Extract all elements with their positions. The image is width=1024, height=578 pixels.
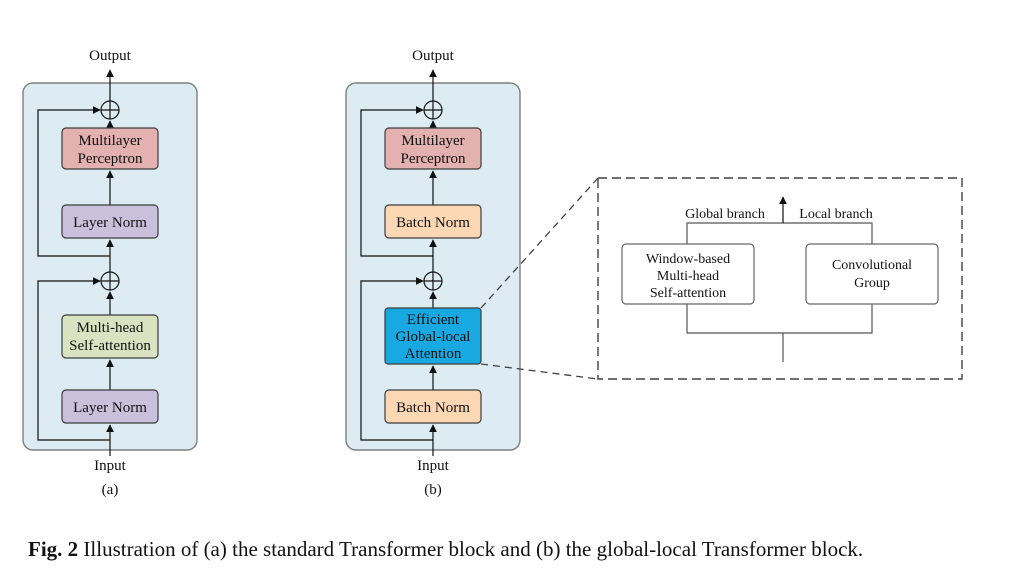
skip-connection-line [37,106,110,257]
mlp-label-line2: Perceptron [401,151,466,167]
mlp-label-line2: Perceptron [78,151,143,167]
global-branch-label: Global branch [685,207,765,222]
local-branch-label: Local branch [799,207,872,222]
conv-group-label-line1: Convolutional [832,258,912,273]
output-label-b: Output [412,48,455,64]
skip-connection-line [360,106,433,257]
diagram-b: Multilayer Perceptron Batch Norm Efficie… [345,48,521,498]
sublabel-b: (b) [424,482,442,498]
mhsa-label-line1: Multi-head [77,320,144,336]
figure-caption-text: Illustration of (a) the standard Transfo… [83,537,864,561]
conv-group-label-line2: Group [854,276,890,291]
add-operator-icon [100,271,120,291]
mhsa-box [61,314,159,359]
egla-label-line1: Efficient [407,312,460,328]
zoom-connector-line-bottom [480,363,599,380]
output-label-a: Output [89,48,132,64]
mlp-label-line1: Multilayer [78,133,141,149]
skip-connection-line [37,277,110,441]
mlp-box-a [61,127,159,170]
window-attention-box [621,243,755,305]
branch-split-line [686,304,873,334]
batch-norm-bottom-box [384,389,482,424]
expanded-view: Global branch Local branch Window-based … [597,177,963,380]
mlp-label-line1: Multilayer [401,133,464,149]
layer-norm-top-box [61,204,159,239]
egla-label-line3: Attention [405,346,462,362]
figure-caption: Fig. 2 Illustration of (a) the standard … [28,537,1008,562]
convolutional-group-box [805,243,939,305]
egla-label-line2: Global-local [396,329,471,345]
mhsa-label-line2: Self-attention [69,338,151,354]
zoom-connector-line-top [480,177,599,309]
add-operator-icon [423,271,443,291]
branch-merge-line [686,222,873,244]
layer-norm-bottom-box [61,389,159,424]
efficient-global-local-attention-box [384,307,482,365]
layer-norm-top-label: Layer Norm [73,215,147,231]
batch-norm-top-label: Batch Norm [396,215,470,231]
window-attention-label-line1: Window-based [646,252,730,267]
add-operator-icon [100,100,120,120]
add-operator-icon [423,100,443,120]
input-label-a: Input [94,458,126,474]
sublabel-a: (a) [102,482,119,498]
diagram-a: Multilayer Perceptron Layer Norm Multi-h… [22,48,198,498]
window-attention-label-line3: Self-attention [650,286,726,301]
figure-caption-label: Fig. 2 [28,537,79,561]
input-label-b: Input [417,458,449,474]
batch-norm-top-box [384,204,482,239]
expanded-view-outline [597,177,963,380]
batch-norm-bottom-label: Batch Norm [396,400,470,416]
skip-connection-line [360,277,433,441]
mlp-box-b [384,127,482,170]
layer-norm-bottom-label: Layer Norm [73,400,147,416]
window-attention-label-line2: Multi-head [657,269,719,284]
